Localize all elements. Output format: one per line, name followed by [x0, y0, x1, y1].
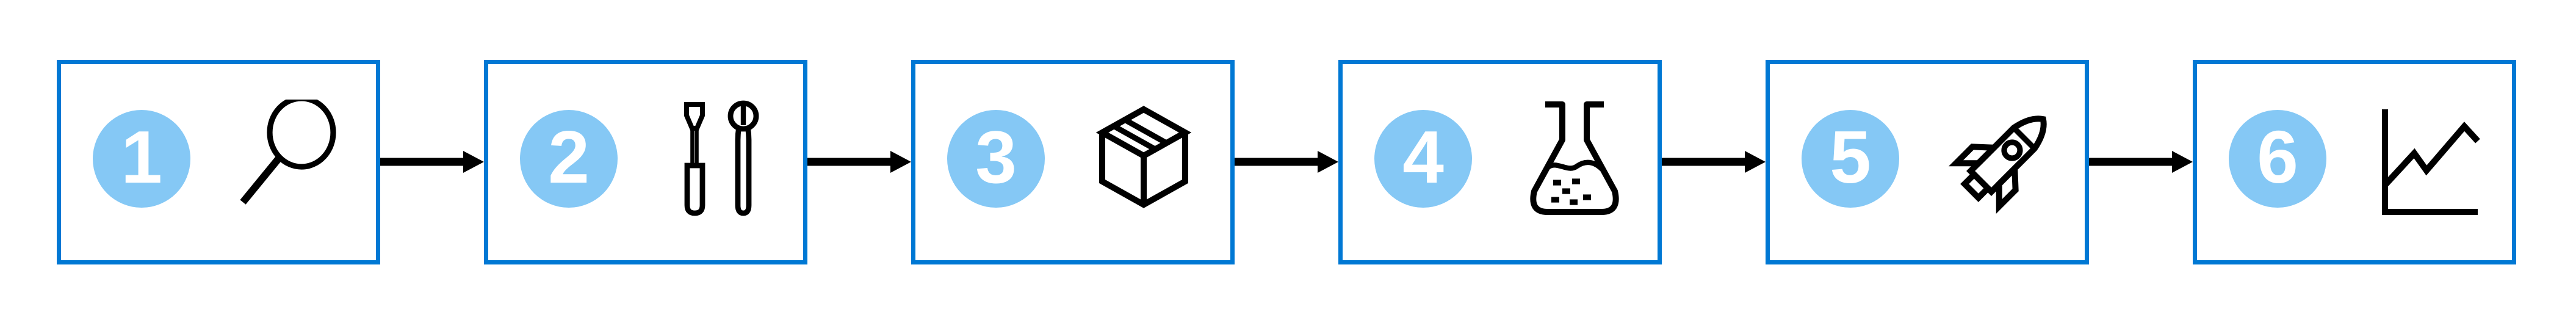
- magnifier-icon: [240, 100, 336, 205]
- flow-arrow-2: [807, 151, 911, 173]
- flow-arrow-3: [1235, 151, 1338, 173]
- step-4-number: 4: [1402, 115, 1444, 199]
- step-box-3: 3: [911, 60, 1235, 264]
- flow-arrow-1: [380, 151, 484, 173]
- step-5-number-badge: 5: [1802, 110, 1899, 208]
- step-1-number: 1: [121, 115, 162, 199]
- flask-icon: [1530, 101, 1619, 215]
- flow-arrow-5: [2089, 151, 2193, 173]
- step-box-5: 5: [1766, 60, 2089, 264]
- step-box-4: 4: [1338, 60, 1662, 264]
- step-box-2: 2: [484, 60, 807, 264]
- step-3-number-badge: 3: [947, 110, 1045, 208]
- tools-icon: [684, 100, 759, 216]
- step-6-number: 6: [2257, 115, 2298, 199]
- step-box-1: 1: [57, 60, 380, 264]
- step-6-number-badge: 6: [2229, 110, 2326, 208]
- step-2-number-badge: 2: [520, 110, 618, 208]
- package-icon: [1095, 106, 1192, 208]
- step-4-number-badge: 4: [1374, 110, 1472, 208]
- chart-icon: [2382, 109, 2480, 215]
- step-5-number: 5: [1830, 115, 1871, 199]
- step-2-number: 2: [548, 115, 590, 199]
- flow-arrow-4: [1662, 151, 1766, 173]
- step-3-number: 3: [975, 115, 1017, 199]
- step-box-6: 6: [2193, 60, 2516, 264]
- step-1-number-badge: 1: [93, 110, 190, 208]
- rocket-icon: [1948, 115, 2047, 214]
